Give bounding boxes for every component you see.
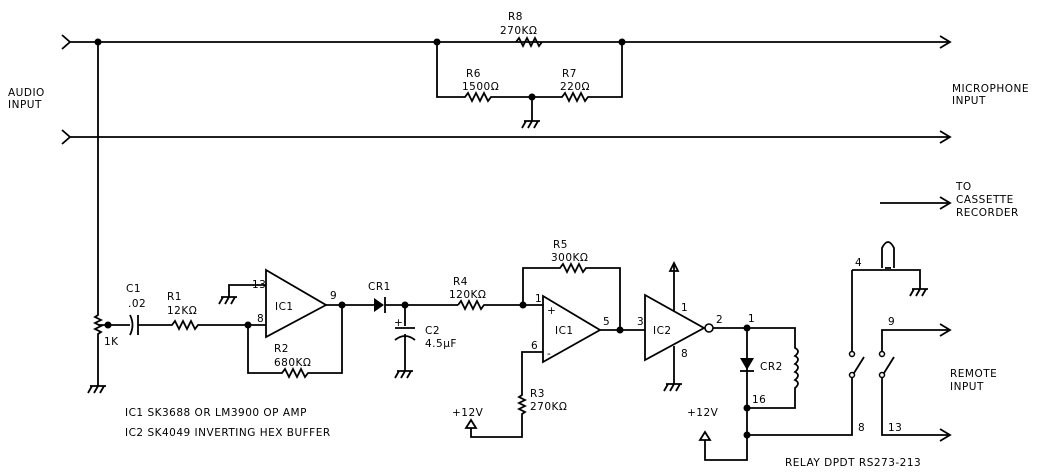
relay-pin-8: 8 [858, 422, 865, 434]
cassette-label-2: CASSETTE [956, 194, 1014, 206]
remote-input-label: REMOTE [950, 368, 997, 380]
relay-pin-13: 13 [888, 422, 902, 434]
pin-5: 5 [603, 316, 610, 328]
c2-plus: + [394, 317, 403, 329]
pin-3: 3 [637, 316, 644, 328]
cr1-label: CR1 [368, 281, 391, 293]
audio-input-label-2: INPUT [8, 99, 42, 111]
pin-9: 9 [330, 290, 337, 302]
diode-cr2 [698, 328, 853, 461]
r3-name: R3 [530, 388, 545, 400]
capacitor-c2 [394, 305, 416, 379]
ic2-pin-1: 1 [681, 302, 688, 314]
audio-input-label: AUDIO [8, 87, 45, 99]
lamp-icon [881, 241, 895, 269]
ic1-b-plus: + [547, 305, 556, 317]
audio-bus-top [61, 34, 952, 50]
node-16: 16 [752, 394, 766, 406]
r7-name: R7 [562, 68, 577, 80]
r5-value: 300KΩ [551, 252, 588, 264]
r3-value: 270KΩ [530, 401, 567, 413]
note-ic1: IC1 SK3688 OR LM3900 OP AMP [125, 407, 307, 419]
r6-name: R6 [466, 68, 481, 80]
pot-1k [87, 42, 130, 394]
r2-name: R2 [274, 343, 289, 355]
ic2-label: IC2 [653, 325, 672, 337]
cassette-label: TO [955, 181, 972, 193]
relay-dpdt [848, 241, 952, 442]
resistor-network [433, 35, 626, 129]
audio-bus-bottom [61, 129, 952, 145]
r1-value: 12KΩ [167, 305, 197, 317]
relay-pin-4: 4 [855, 257, 862, 269]
c1-value: .02 [128, 298, 146, 310]
r8-value: 270KΩ [500, 25, 537, 37]
r5-name: R5 [553, 239, 568, 251]
microphone-input-label-2: INPUT [952, 95, 986, 107]
r4-name: R4 [453, 276, 468, 288]
c1-name: C1 [126, 283, 141, 295]
cr2-label: CR2 [760, 361, 783, 373]
r2-value: 680KΩ [274, 357, 311, 369]
vcc-1-label: +12V [452, 407, 484, 419]
buffer-ic2 [644, 260, 799, 409]
relay-pin-9: 9 [888, 316, 895, 328]
cassette-arrow [880, 196, 952, 210]
r6-value: 1500Ω [462, 81, 499, 93]
c2-name: C2 [425, 325, 440, 337]
ic2-pin-8: 8 [681, 348, 688, 360]
node-1: 1 [748, 313, 755, 325]
diode-cr1 [374, 297, 458, 313]
remote-input-label-2: INPUT [950, 381, 984, 393]
pin-13: 13 [252, 279, 266, 291]
pin-6: 6 [531, 340, 538, 352]
r7-value: 220Ω [560, 81, 590, 93]
ic1-b-label: IC1 [555, 325, 574, 337]
c2-value: 4.5µF [425, 338, 457, 350]
note-ic2: IC2 SK4049 INVERTING HEX BUFFER [125, 427, 331, 439]
pin-1: 1 [535, 293, 542, 305]
r8-name: R8 [508, 11, 523, 23]
r4-value: 120KΩ [449, 289, 486, 301]
ic1-b-minus: - [547, 348, 551, 360]
pot-value: 1K [104, 336, 119, 348]
opamp-ic1-b [464, 261, 645, 438]
cassette-label-3: RECORDER [956, 207, 1019, 219]
vcc-2-label: +12V [687, 407, 719, 419]
pin-2: 2 [716, 314, 723, 326]
ic1-a-label: IC1 [275, 301, 294, 313]
opamp-ic1-a [218, 268, 378, 380]
microphone-input-label: MICROPHONE [952, 83, 1029, 95]
r1-name: R1 [167, 291, 182, 303]
pin-8: 8 [257, 313, 264, 325]
capacitor-c1 [129, 314, 248, 336]
relay-label: RELAY DPDT RS273-213 [785, 457, 921, 469]
resistor-r4 [457, 298, 544, 312]
